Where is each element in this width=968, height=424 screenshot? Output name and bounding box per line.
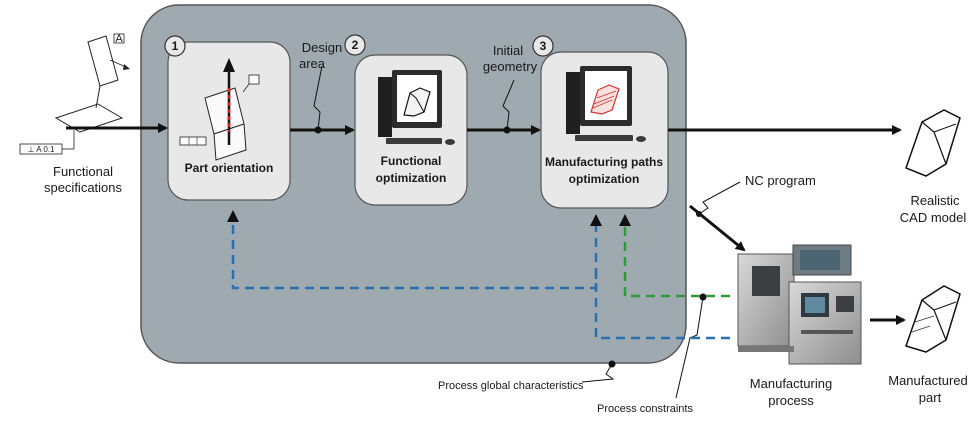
svg-text:A: A <box>115 33 123 45</box>
manufactured-part-label-line-2: part <box>919 390 942 405</box>
nc-program-label: NC program <box>745 173 816 188</box>
process-constraints-label: Process constraints <box>597 403 693 415</box>
step-2-title-line-1: Functional <box>381 154 442 168</box>
step-1-badge: 1 <box>164 35 186 57</box>
step-2-badge: 2 <box>344 34 366 56</box>
step-3-badge: 3 <box>532 35 554 57</box>
part-orientation-icon <box>179 58 260 161</box>
realistic-cad-model-image <box>905 109 961 177</box>
feedback-constraints-to-manufacturing <box>623 222 730 298</box>
realistic-cad-model-label-line-2: CAD model <box>900 210 967 225</box>
step-2-title-line-2: optimization <box>376 171 447 185</box>
manufactured-part-label-line-1: Manufactured <box>888 373 968 388</box>
functional-specifications-sketch: A ⊥ A 0.1 <box>19 33 130 155</box>
step-3-title-line-1: Manufacturing paths <box>545 155 663 169</box>
manufactured-part-image <box>905 285 961 353</box>
svg-text:2: 2 <box>352 38 359 52</box>
design-area-label-line-1: Design <box>302 40 342 55</box>
process-global-characteristics-label: Process global characteristics <box>438 380 584 392</box>
functional-specifications-label-line-2: specifications <box>44 180 123 195</box>
manufacturing-process-label-line-2: process <box>768 393 814 408</box>
step-1-title: Part orientation <box>185 161 274 175</box>
computer-icon-functional <box>378 70 455 145</box>
svg-text:⊥ A 0.1: ⊥ A 0.1 <box>28 145 56 154</box>
manufacturing-process-label-line-1: Manufacturing <box>750 376 832 391</box>
initial-geometry-label-line-2: geometry <box>483 59 538 74</box>
feedback-global-to-orientation <box>231 218 598 290</box>
functional-specifications-label-line-1: Functional <box>53 164 113 179</box>
feedback-global-to-manufacturing <box>594 222 730 340</box>
design-area-label-line-2: area <box>299 56 326 71</box>
svg-text:1: 1 <box>172 39 179 53</box>
initial-geometry-label-line-1: Initial <box>493 43 523 58</box>
realistic-cad-model-label-line-1: Realistic <box>910 193 960 208</box>
svg-text:3: 3 <box>540 39 547 53</box>
step-3-title-line-2: optimization <box>569 172 640 186</box>
manufacturing-machine-image <box>737 244 862 365</box>
computer-icon-manufacturing <box>566 66 646 142</box>
